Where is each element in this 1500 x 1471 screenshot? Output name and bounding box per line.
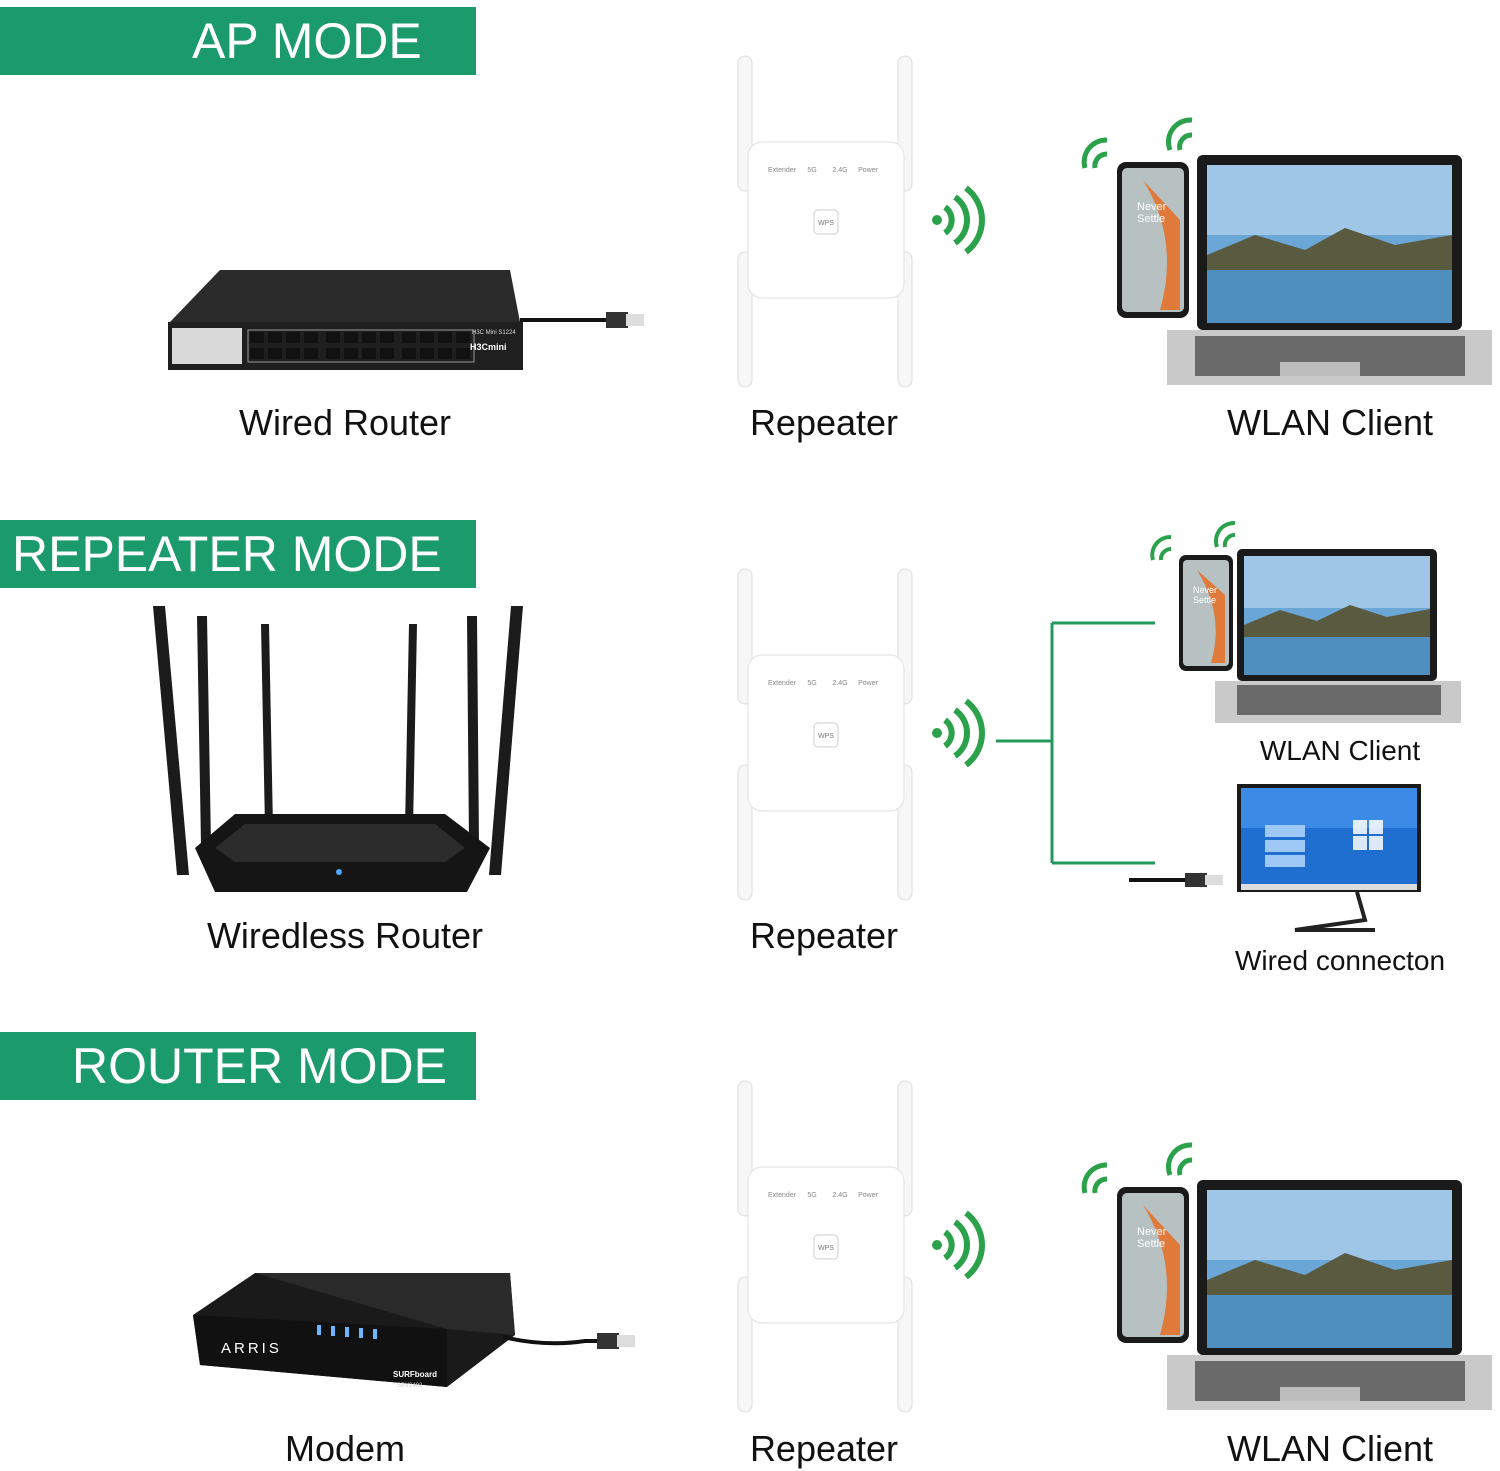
wps-button-label: WPS bbox=[818, 733, 834, 740]
wifi-signal-icon bbox=[925, 1210, 985, 1280]
wireless-router bbox=[145, 600, 535, 900]
wired-router-label: Wired Router bbox=[238, 402, 452, 443]
switch-brand-text: H3Cmini bbox=[470, 342, 507, 352]
wired-connection-label: Wired connecton bbox=[1234, 945, 1446, 976]
led-power-label: Power bbox=[858, 167, 879, 174]
modem-model-number: SBV2402 bbox=[397, 1383, 423, 1389]
led-5g-label: 5G bbox=[807, 1192, 816, 1199]
repeater-label: Repeater bbox=[749, 915, 899, 956]
led-5g-label: 5G bbox=[807, 167, 816, 174]
led-24g-label: 2.4G bbox=[832, 167, 847, 174]
led-24g-label: 2.4G bbox=[832, 1192, 847, 1199]
repeater-label: Repeater bbox=[749, 402, 899, 443]
wlan-client-devices: Never Settle bbox=[1075, 110, 1500, 395]
switch-model-text: H3C Mini S1224 bbox=[472, 330, 516, 336]
phone-text-2: Settle bbox=[1137, 1238, 1165, 1250]
phone-text-1: Never bbox=[1193, 585, 1217, 595]
repeater-device: Extender 5G 2.4G Power WPS bbox=[730, 1077, 920, 1417]
wlan-client-devices: Never Settle bbox=[1075, 1135, 1500, 1420]
wifi-signal-icon bbox=[925, 698, 985, 768]
led-power-label: Power bbox=[858, 680, 879, 687]
repeater-device: Extender 5G 2.4G Power WPS bbox=[730, 52, 920, 392]
wps-button-label: WPS bbox=[818, 1245, 834, 1252]
phone-text-2: Settle bbox=[1193, 595, 1216, 605]
wlan-client-label: WLAN Client bbox=[1226, 1428, 1434, 1469]
repeater-device: Extender 5G 2.4G Power WPS bbox=[730, 565, 920, 905]
phone-text-1: Never bbox=[1137, 1226, 1167, 1238]
repeater-label: Repeater bbox=[749, 1428, 899, 1469]
wired-router-switch: H3C Mini S1224 H3Cmini bbox=[160, 262, 650, 382]
repeater-mode-banner: REPEATER MODE bbox=[0, 520, 476, 588]
modem-brand-text: ARRIS bbox=[221, 1340, 282, 1357]
ap-mode-banner: AP MODE bbox=[0, 7, 476, 75]
wireless-router-label: Wiredless Router bbox=[206, 915, 484, 956]
led-extender-label: Extender bbox=[768, 167, 797, 174]
modem-label: Modem bbox=[284, 1428, 406, 1469]
router-mode-title: ROUTER MODE bbox=[72, 1038, 447, 1094]
wlan-client-label: WLAN Client bbox=[1259, 735, 1421, 766]
modem-model-text: SURFboard bbox=[393, 1370, 437, 1379]
phone-text-2: Settle bbox=[1137, 213, 1165, 225]
repeater-mode-title: REPEATER MODE bbox=[12, 526, 442, 582]
wlan-client-devices: Never Settle bbox=[1145, 515, 1465, 730]
connector-lines bbox=[990, 615, 1165, 870]
ap-mode-title: AP MODE bbox=[192, 13, 422, 69]
led-5g-label: 5G bbox=[807, 680, 816, 687]
wired-desktop-monitor bbox=[1125, 780, 1425, 940]
phone-text-1: Never bbox=[1137, 201, 1167, 213]
modem-device: ARRIS SURFboard SBV2402 bbox=[185, 1265, 655, 1405]
led-power-label: Power bbox=[858, 1192, 879, 1199]
led-extender-label: Extender bbox=[768, 680, 797, 687]
wlan-client-label: WLAN Client bbox=[1226, 402, 1434, 443]
led-24g-label: 2.4G bbox=[832, 680, 847, 687]
router-mode-banner: ROUTER MODE bbox=[0, 1032, 476, 1100]
wifi-signal-icon bbox=[925, 185, 985, 255]
wps-button-label: WPS bbox=[818, 220, 834, 227]
led-extender-label: Extender bbox=[768, 1192, 797, 1199]
